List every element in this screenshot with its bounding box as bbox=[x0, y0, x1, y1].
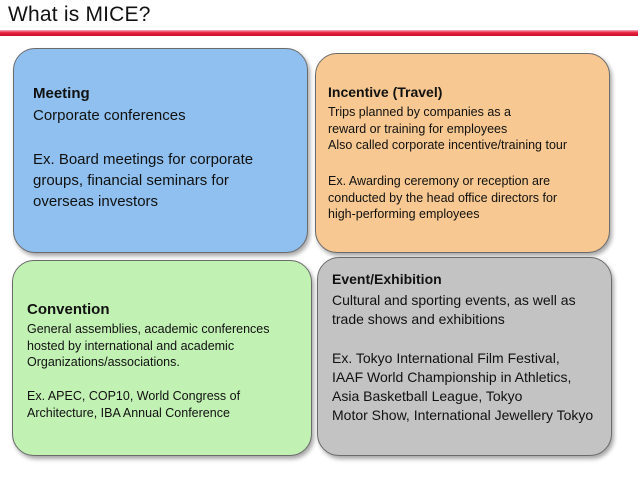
event-example-line: Motor Show, International Jewellery Toky… bbox=[332, 407, 594, 423]
convention-card: Convention General assemblies, academic … bbox=[12, 260, 312, 456]
convention-description-line: General assemblies, academic conferences bbox=[27, 322, 270, 336]
convention-example: Ex. APEC, COP10, World Congress of Archi… bbox=[27, 388, 240, 421]
incentive-description-line: Trips planned by companies as a bbox=[328, 105, 511, 119]
convention-description: General assemblies, academic conferences… bbox=[27, 321, 269, 371]
incentive-example: Ex. Awarding ceremony or reception are c… bbox=[328, 173, 557, 223]
event-example-line: Ex. Tokyo International Film Festival, bbox=[332, 350, 560, 366]
meeting-example-line: Ex. Board meetings for corporate bbox=[33, 151, 254, 168]
meeting-description: Corporate conferences bbox=[33, 107, 186, 124]
event-heading: Event/Exhibition bbox=[332, 271, 442, 287]
incentive-description: Trips planned by companies as a reward o… bbox=[328, 104, 567, 154]
incentive-example-line: high-performing employees bbox=[328, 207, 480, 221]
page-title: What is MICE? bbox=[8, 3, 151, 26]
event-card: Event/Exhibition Cultural and sporting e… bbox=[317, 257, 612, 456]
incentive-heading: Incentive (Travel) bbox=[328, 84, 443, 100]
incentive-description-line: Also called corporate incentive/training… bbox=[328, 138, 568, 152]
meeting-heading: Meeting bbox=[33, 85, 90, 102]
incentive-example-line: conducted by the head office directors f… bbox=[328, 190, 558, 205]
meeting-example-line: overseas investors bbox=[33, 193, 159, 210]
title-underline bbox=[0, 30, 638, 36]
convention-description-line: Organizations/associations. bbox=[27, 355, 180, 369]
event-example-line: Asia Basketball League, Tokyo bbox=[332, 388, 523, 404]
incentive-example-line: Ex. Awarding ceremony or reception are bbox=[328, 174, 551, 188]
meeting-card: Meeting Corporate conferences Ex. Board … bbox=[13, 48, 308, 253]
event-example-line: IAAF World Championship in Athletics, bbox=[332, 369, 572, 385]
convention-description-line: hosted by international and academic bbox=[27, 338, 235, 353]
event-description: Cultural and sporting events, as well as… bbox=[332, 291, 576, 329]
convention-example-line: Ex. APEC, COP10, World Congress of bbox=[27, 389, 241, 403]
convention-heading: Convention bbox=[27, 301, 110, 318]
convention-example-line: Architecture, IBA Annual Conference bbox=[27, 405, 230, 420]
meeting-example-line: groups, financial seminars for bbox=[33, 172, 229, 189]
meeting-example: Ex. Board meetings for corporate groups,… bbox=[33, 149, 253, 212]
event-description-line: Cultural and sporting events, as well as bbox=[332, 292, 576, 308]
incentive-card: Incentive (Travel) Trips planned by comp… bbox=[315, 53, 610, 253]
incentive-description-line: reward or training for employees bbox=[328, 121, 508, 136]
event-example: Ex. Tokyo International Film Festival, I… bbox=[332, 349, 593, 425]
event-description-line: trade shows and exhibitions bbox=[332, 311, 505, 327]
